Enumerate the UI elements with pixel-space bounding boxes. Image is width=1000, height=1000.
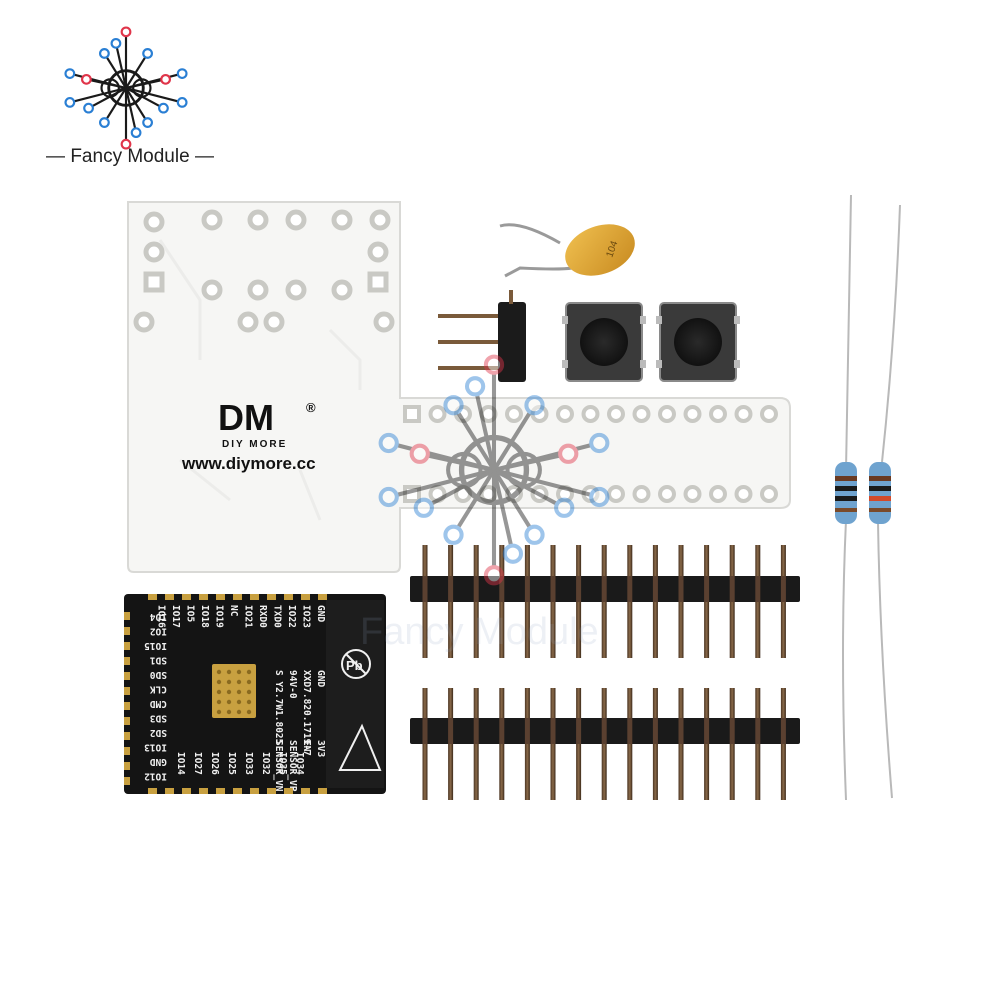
module-top-pin-label: IO18 — [199, 605, 210, 628]
pin-header-strip-1 — [410, 545, 800, 658]
pcb-header-holes — [403, 405, 778, 503]
watermark: Fancy Module — [360, 354, 610, 653]
module-bottom-pin-label: IO32 — [260, 752, 271, 775]
module-left-pin-label: IO4 — [150, 611, 167, 622]
pcb-logo-group: DM ® DIY MORE www.diymore.cc — [181, 397, 316, 473]
resistor-1 — [835, 194, 857, 801]
module-marking: XXD7.820.1719-7 — [301, 670, 312, 756]
module-bottom-pin-label: IO34 — [294, 752, 305, 775]
three-pin-header — [438, 290, 526, 382]
pin-header-strip-2 — [410, 688, 800, 800]
pb-free-icon — [341, 649, 371, 679]
module-bottom-pin-label: IO27 — [192, 752, 203, 775]
carrier-pcb: DM ® DIY MORE www.diymore.cc — [127, 201, 791, 573]
module-marking: 94V-0 — [287, 670, 298, 699]
pcb-url: www.diymore.cc — [181, 454, 316, 473]
module-sensor-label: SENSOR_VP — [287, 740, 298, 792]
module-marking: S Y2.7W1.8025 — [273, 670, 284, 745]
brand-name-label: Fancy Module — [70, 146, 190, 167]
module-left-pin-label: CMD — [150, 698, 167, 709]
module-left-pin-label: SD3 — [150, 713, 167, 724]
module-top-pin-label: IO19 — [214, 605, 225, 628]
module-left-pin-label: SD0 — [150, 669, 167, 680]
module-top-pin-label: GND — [315, 605, 326, 622]
esd-warning-icon — [338, 723, 382, 771]
watermark-text: Fancy Module — [360, 611, 599, 653]
brand-name: — Fancy Module — — [46, 146, 214, 167]
module-top-pin-label: IO23 — [301, 605, 312, 628]
module-sensor-label: EN — [301, 740, 312, 752]
module-top-pin-label: IO17 — [170, 605, 181, 628]
module-bottom-pin-label: IO25 — [226, 752, 237, 775]
module-bottom-pin-label: IO14 — [175, 752, 186, 775]
module-marking: GND — [315, 670, 326, 687]
tactile-button-2 — [656, 302, 740, 382]
module-bottom-pin-label: IO35 — [277, 752, 288, 775]
module-left-pin-label: GND — [150, 756, 167, 767]
module-left-pin-label: IO13 — [144, 742, 167, 753]
module-left-pin-label: IO12 — [144, 771, 167, 782]
module-left-pin-label: IO15 — [144, 640, 167, 651]
resistor-2 — [869, 204, 901, 799]
module-top-pin-label: IO22 — [286, 605, 297, 628]
svg-text:Pb: Pb — [346, 658, 363, 673]
module-sensor-label: SENSOR_VN — [273, 740, 284, 792]
module-top-pin-label: IO16 — [156, 605, 167, 628]
tactile-button-1 — [562, 302, 646, 382]
pcb-holes — [133, 209, 395, 333]
module-bottom-pin-label: IO33 — [243, 752, 254, 775]
module-top-pin-label: IO21 — [243, 605, 254, 628]
module-text: GNDIO23IO22TXD0RXD0IO21NCIO19IO18IO5IO17… — [144, 605, 326, 792]
registered-mark-icon: ® — [306, 400, 316, 415]
module-top-pin-label: TXD0 — [272, 605, 283, 628]
module-pads — [124, 594, 327, 794]
module-top-pin-label: RXD0 — [257, 605, 268, 628]
brand-logo — [64, 26, 188, 150]
module-left-pin-label: SD1 — [150, 655, 167, 666]
ceramic-capacitor: 104 — [499, 223, 635, 278]
module-left-pin-label: CLK — [150, 684, 167, 695]
pcb-board — [127, 201, 791, 573]
module-top-pin-label: IO5 — [185, 605, 196, 622]
esp32-module: Pb GNDIO23IO22TXD0RXD0IO21NCIO19IO18IO5I… — [124, 594, 386, 794]
module-bottom-pin-label: IO26 — [209, 752, 220, 775]
module-top-pin-label: NC — [228, 605, 239, 617]
pcb-brand-line: DIY MORE — [222, 439, 287, 450]
module-left-pin-label: SD2 — [150, 727, 167, 738]
module-sensor-label: 3V3 — [315, 740, 326, 757]
module-left-pin-label: IO2 — [150, 626, 167, 637]
pcb-logo: DM — [218, 397, 274, 438]
capacitor-body — [565, 224, 635, 276]
